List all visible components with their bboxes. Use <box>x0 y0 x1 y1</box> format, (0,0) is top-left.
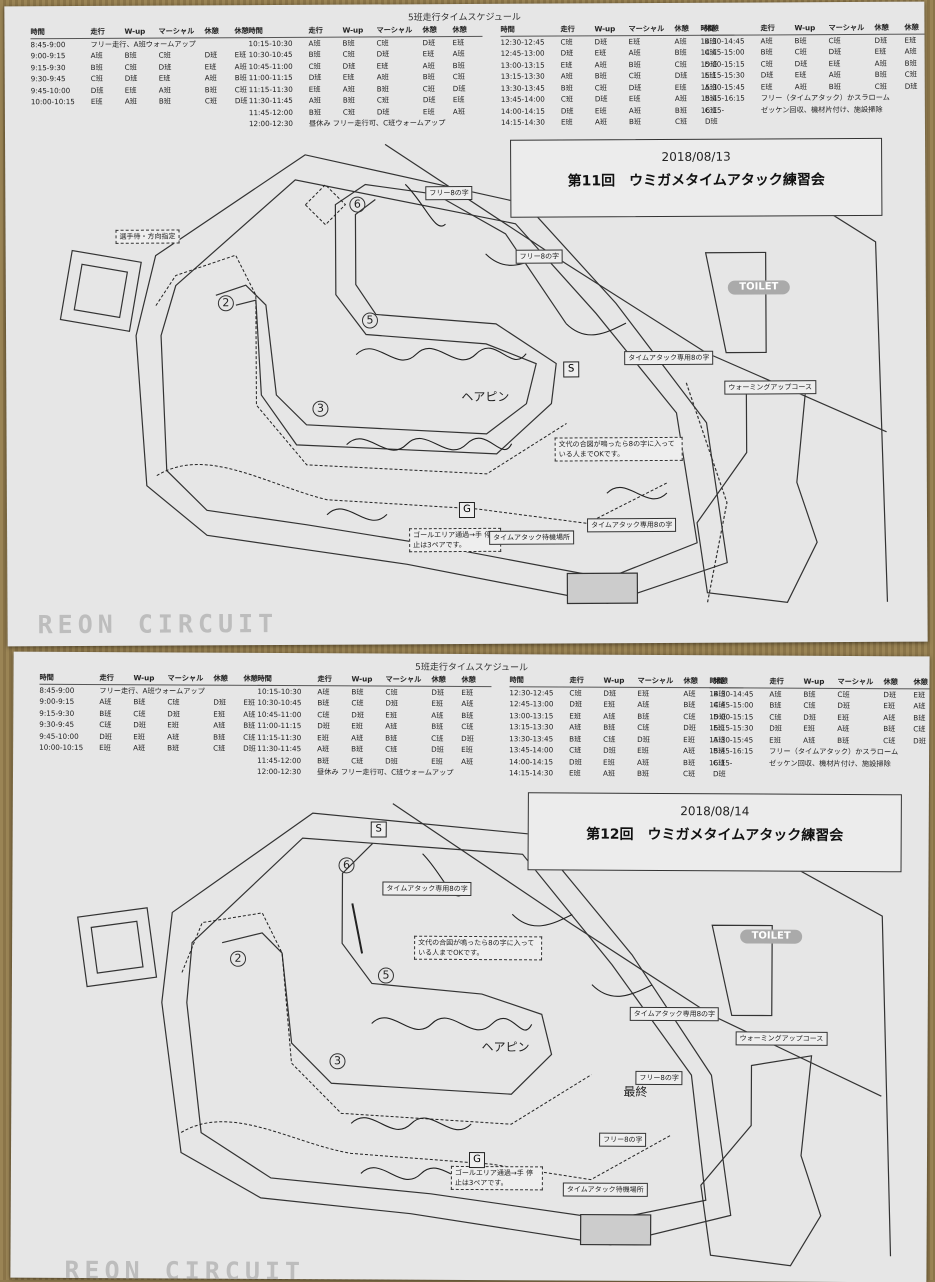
goal-marker: G <box>468 1151 486 1169</box>
section-3-label: 3 <box>312 400 329 417</box>
section-5-label: 5 <box>377 967 394 984</box>
goal-marker: G <box>458 501 476 519</box>
section-6-label: 6 <box>338 857 355 874</box>
hairpin-label: ヘアピン <box>461 389 510 405</box>
warmup-course-label: ウォーミングアップコース <box>735 1031 828 1046</box>
reon-circuit-logo: REON CIRCUIT <box>37 608 279 640</box>
time-attack-figure8-label-a: タイムアタック専用8の字 <box>382 881 472 897</box>
warmup-course-label: ウォーミングアップコース <box>724 380 817 395</box>
section-2-label: 2 <box>217 295 234 312</box>
toilet-sign: TOILET <box>727 280 790 295</box>
start-marker: S <box>370 821 387 838</box>
event-title: 第12回 ウミガメタイムアタック練習会 <box>586 826 844 844</box>
section-2-label: 2 <box>229 950 247 967</box>
final-corner-label: 最終 <box>623 1084 648 1099</box>
event-date: 2018/08/13 <box>661 149 731 164</box>
rule-note: 文代の合図が鳴ったら8の字に入っている人までOKです。 <box>554 436 683 462</box>
section-5-label: 5 <box>361 312 379 329</box>
time-attack-figure8-label-a: タイムアタック専用8の字 <box>624 350 714 366</box>
time-attack-figure8-label-b: タイムアタック専用8の字 <box>587 517 677 533</box>
time-attack-figure8-label-b: タイムアタック専用8の字 <box>629 1006 720 1022</box>
free-figure8-label-a: フリー8の字 <box>425 185 473 201</box>
section-6-label: 6 <box>349 196 366 213</box>
rule-note: 文代の合図が鳴ったら8の字に入っている人までOKです。 <box>414 935 543 961</box>
section-3-label: 3 <box>329 1053 346 1070</box>
hairpin-label: ヘアピン <box>481 1040 530 1055</box>
event-title-box: 2018/08/13 第11回 ウミガメタイムアタック練習会 <box>510 137 883 218</box>
free-figure8-label-a: フリー8の字 <box>635 1070 683 1086</box>
time-attack-waiting-area: タイムアタック待機場所 <box>562 1182 648 1197</box>
start-note: 選手待・方向指定 <box>115 229 180 244</box>
goal-note: ゴールエリア通過→手 停止は3ペアです。 <box>450 1165 543 1191</box>
toilet-sign: TOILET <box>740 929 803 944</box>
event-title-box: 2018/08/14 第12回 ウミガメタイムアタック練習会 <box>527 792 902 873</box>
event-date: 2018/08/14 <box>680 804 750 819</box>
event-title: 第11回 ウミガメタイムアタック練習会 <box>567 172 825 190</box>
goal-note: ゴールエリア通過→手 停止は3ペアです。 <box>409 527 502 553</box>
circuit-map <box>77 803 892 1267</box>
free-figure8-label-b: フリー8の字 <box>515 249 564 264</box>
free-figure8-label-b: フリー8の字 <box>599 1132 647 1147</box>
time-attack-waiting-area: タイムアタック待機場所 <box>489 530 575 545</box>
start-marker: S <box>563 361 580 378</box>
